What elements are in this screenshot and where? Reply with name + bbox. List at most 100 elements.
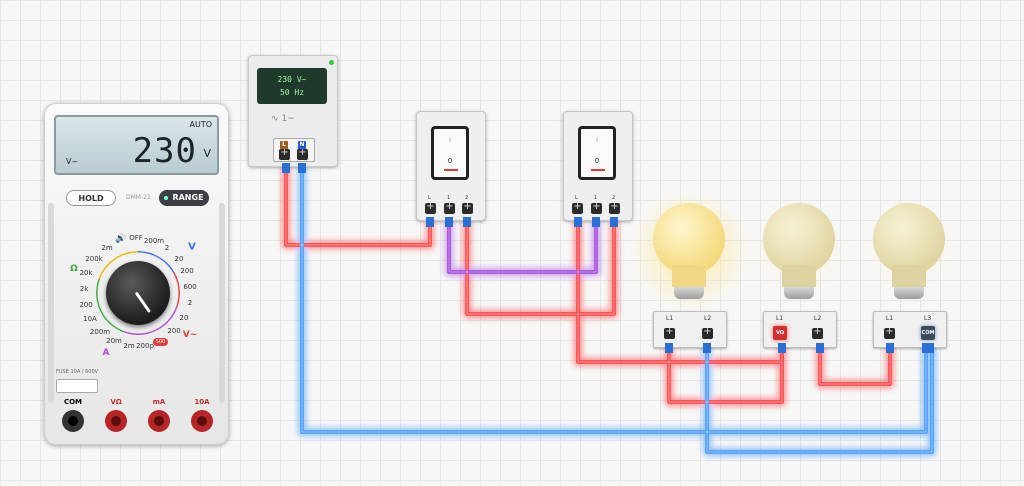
lamp-2-screw-l2[interactable] [812,326,823,339]
ferrule [445,217,453,227]
ohm-label: Ω [70,264,78,274]
lamp-1-left-label: L1 [666,315,674,322]
source-frequency: 50 Hz [279,88,305,97]
jack-label-vohm: VΩ [110,398,122,406]
dial-label: 2m [123,342,135,350]
display-reading: 230 [132,131,197,171]
wire-glow-live-2 [462,217,619,319]
lamp-3-terminal-box: L1 L3 COM [873,311,947,348]
wire-glow-live-5 [815,341,895,389]
dial-label: 200m [143,237,165,245]
lamp-1-screw-l2[interactable] [702,326,713,339]
ac-power-source[interactable]: 230 V~ 50 Hz ∿ 1~ L N [248,55,338,167]
dial-label: 2k [79,285,89,293]
ferrule [610,217,618,227]
ac-volt-label: V~ [182,330,198,340]
dial-label: 200k [85,255,103,263]
rotary-selector-knob[interactable] [106,261,170,325]
jack-com[interactable] [62,410,84,432]
switch-1-rocker[interactable]: I 0 [431,126,469,180]
knob-pointer [134,291,151,314]
multimeter-right-grip [219,203,225,403]
lamp-1-right-label: L2 [704,315,712,322]
multimeter-left-grip [48,203,54,403]
wire-live-lamp2-lamp3 [818,344,892,386]
dial-label: 200p [136,342,154,350]
switch-1-terminals: L 1 2 [417,195,483,218]
range-label: RANGE [172,193,204,202]
ferrule [703,343,711,353]
terminal-l-screw[interactable] [279,147,290,160]
switch-2-rocker[interactable]: I 0 [578,126,616,180]
dial-label: 200 [79,301,93,309]
dial-label: 2 [164,244,170,252]
auto-indicator: AUTO [189,120,212,129]
switch-1-screw[interactable] [462,201,473,214]
switch-1-off-label: 0 [447,157,453,165]
wire-glow-live-4 [664,341,787,407]
ferrule [778,343,786,353]
phase-label: 1~ [281,114,295,124]
dial-label: 200m [89,328,111,336]
ferrule [922,343,934,353]
switch-2[interactable]: I 0 L 1 2 [563,111,633,221]
switch-1-on-label: I [449,137,451,144]
wire-traveler [447,220,598,274]
source-voltage: 230 V~ [277,75,307,84]
ferrule [665,343,673,353]
switch-1-screw[interactable] [425,201,436,214]
wire-glow-live-1 [281,163,435,250]
wire-glow-trav [444,217,601,277]
switch-2-screw[interactable] [572,201,583,214]
dial-label: OFF [129,234,143,242]
model-label: DMM-21 [126,194,151,201]
jack-label-com: COM [63,398,83,406]
multimeter[interactable]: AUTO 230 V V~ HOLD DMM-21 RANGE OFF 🔊 20… [44,103,229,445]
dc-volt-label: V [188,241,196,253]
wire-live-switch1-switch2 [465,220,616,316]
source-terminal-block: L N [273,138,315,162]
dial-label: 200 [180,267,194,275]
range-led-icon [164,195,169,200]
jack-label-10a: 10A [194,398,210,406]
jack-10a[interactable] [191,410,213,432]
wire-glow-n-2 [702,341,937,457]
lamp-2-base [784,287,814,299]
max-voltage-badge: 500 [153,338,168,346]
switch-2-terminals: L 1 2 [564,195,630,218]
ferrule [886,343,894,353]
lamp-3-bulb [870,203,948,299]
range-button[interactable]: RANGE [159,190,209,206]
switch-2-screw[interactable] [609,201,620,214]
dial-label: 20 [179,314,189,322]
lamp-1-screw-l1[interactable] [664,326,675,339]
switch-2-off-label: 0 [594,157,600,165]
sine-wave-icon: ∿ 1~ [271,114,295,124]
lamp-3-neck [892,265,926,287]
jack-label-ma: mA [152,398,166,406]
switch-1[interactable]: I 0 L 1 2 [416,111,486,221]
dial-label: 2m [101,244,113,252]
buzzer-icon: 🔊 [115,234,127,244]
multimeter-display: AUTO 230 V V~ [54,115,219,175]
ferrule [574,217,582,227]
terminal-n-screw[interactable] [297,147,308,160]
fuse-icon [56,379,98,393]
lamp-3-left-label: L1 [886,315,894,322]
lamp-2-left-label: L1 [776,315,784,322]
lamp-3-base [894,287,924,299]
switch-1-off-indicator [444,169,458,171]
lamp-2-bulb [760,203,838,299]
switch-1-screw[interactable] [444,201,455,214]
ferrule [816,343,824,353]
lamp-2-probe-vohm[interactable]: VΩ [773,326,787,340]
hold-button[interactable]: HOLD [66,190,116,206]
lamp-3-screw-l1[interactable] [884,326,895,339]
jack-ma[interactable] [148,410,170,432]
lamp-3-probe-com[interactable]: COM [921,326,935,340]
jack-vohm[interactable] [105,410,127,432]
switch-2-screw[interactable] [591,201,602,214]
terminal-n-tag: N [298,141,306,149]
dial-label: 10A [83,315,97,323]
switch-2-on-label: I [596,137,598,144]
